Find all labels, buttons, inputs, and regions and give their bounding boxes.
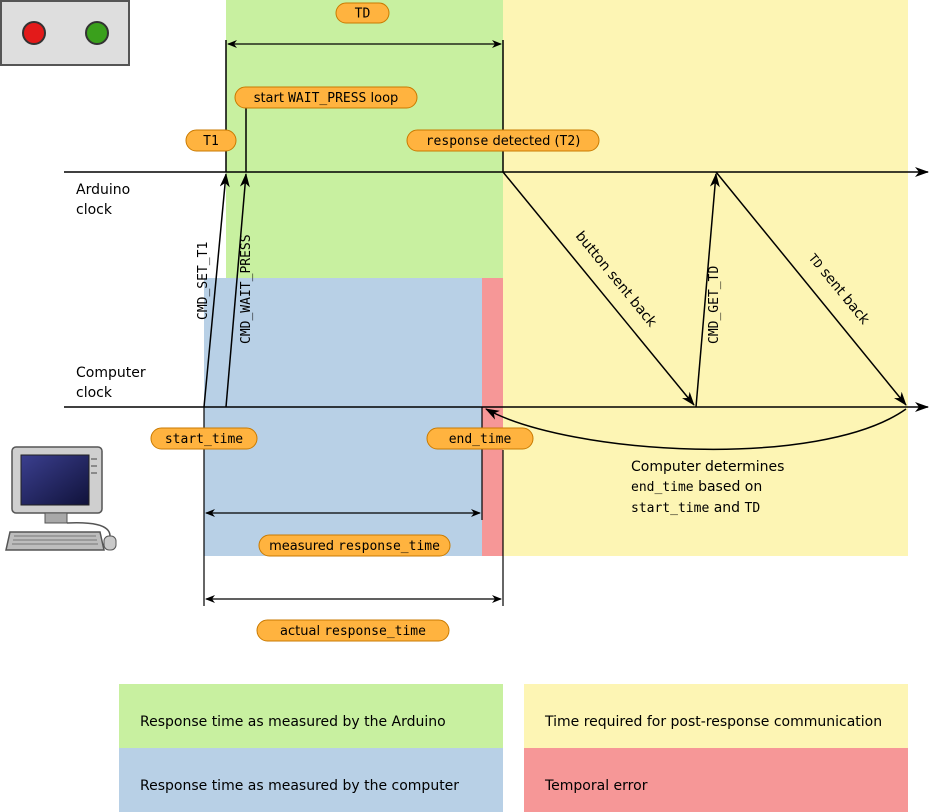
legend-label-computer: Response time as measured by the compute… [140, 778, 459, 794]
legend-label-post-response: Time required for post-response communic… [544, 714, 882, 730]
end-time-computation-arc [485, 408, 907, 451]
start-wait-press-pill: start WAIT_PRESS loop [234, 86, 418, 109]
legend-swatch-post-response [524, 684, 908, 748]
note-line-1: Computer determines [631, 459, 784, 475]
legend: Response time as measured by the Arduino… [119, 684, 908, 812]
desktop-computer-icon [5, 446, 117, 551]
legend-label-arduino: Response time as measured by the Arduino [140, 714, 446, 730]
svg-text:response detected (T2): response detected (T2) [426, 134, 581, 149]
legend-swatch-error [524, 748, 908, 812]
svg-text:actual response_time: actual response_time [280, 624, 426, 639]
td-sent-back-arrow [715, 171, 907, 406]
measured-response-time-pill: measured response_time [258, 534, 451, 557]
end-time-pill: end_time [426, 427, 534, 450]
arduino-button-box-icon [0, 0, 130, 66]
post-response-region [503, 0, 908, 556]
cmd-set-t1-arrow [203, 173, 230, 408]
legend-label-error: Temporal error [544, 778, 648, 794]
td-pill: TD [335, 2, 390, 24]
svg-text:end_time: end_time [449, 432, 512, 447]
t1-pill: T1 [185, 129, 237, 152]
computer-clock-label-2: clock [76, 385, 113, 401]
button-sent-back-arrow [502, 171, 695, 406]
actual-response-time-pill: actual response_time [256, 619, 450, 642]
temporal-error-region [482, 278, 503, 556]
legend-swatch-computer [119, 748, 503, 812]
arduino-clock-label-2: clock [76, 202, 113, 218]
response-detected-pill: response detected (T2) [406, 129, 600, 152]
start-time-pill: start_time [150, 427, 258, 450]
svg-text:start WAIT_PRESS loop: start WAIT_PRESS loop [254, 91, 399, 106]
cmd-get-td-label: CMD_GET_TD [707, 266, 722, 344]
cmd-get-td-arrow [695, 173, 720, 408]
arduino-clock-label: Arduino [76, 182, 130, 198]
note-line-2: end_time based on [631, 479, 762, 495]
svg-text:T1: T1 [203, 134, 219, 149]
cmd-wait-press-arrow [225, 173, 250, 408]
note-line-3: start_time and TD [631, 500, 760, 516]
svg-text:start_time: start_time [165, 432, 243, 447]
svg-text:measured response_time: measured response_time [269, 539, 440, 554]
computer-clock-label: Computer [76, 365, 146, 381]
cmd-set-t1-label: CMD_SET_T1 [196, 242, 211, 320]
svg-text:TD: TD [355, 7, 371, 22]
legend-swatch-arduino [119, 684, 503, 748]
cmd-wait-press-label: CMD_WAIT_PRESS [239, 234, 254, 344]
